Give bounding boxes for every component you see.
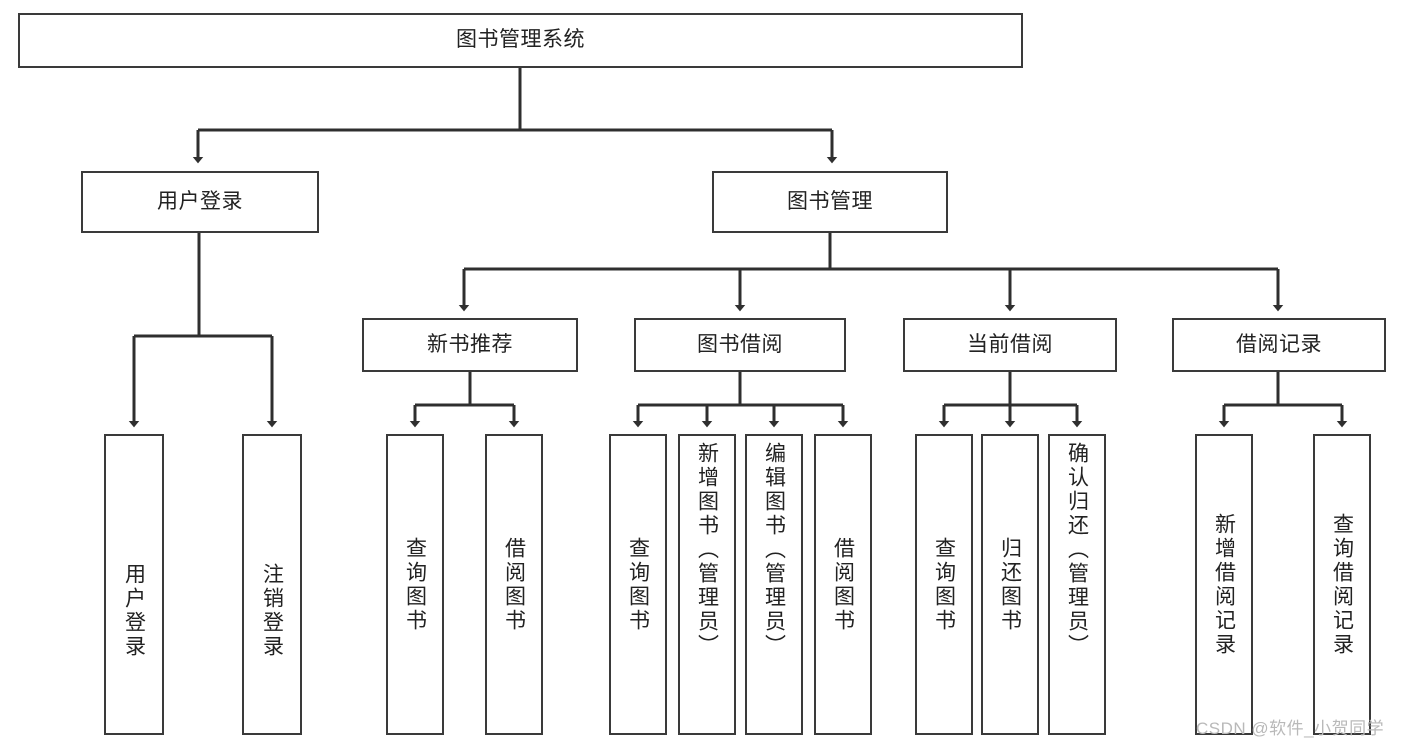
leaf-book-borrow-borrow[interactable]: 借阅图书 xyxy=(814,434,872,735)
leaf-book-borrow-edit[interactable]: 编辑图书（管理员） xyxy=(745,434,803,735)
leaf-new-book-borrow[interactable]: 借阅图书 xyxy=(485,434,543,735)
node-label: 借阅图书 xyxy=(502,536,526,633)
leaf-user-login-logout[interactable]: 注销登录 xyxy=(242,434,302,735)
node-label: 确认归还（管理员） xyxy=(1065,442,1089,658)
node-label: 图书管理 xyxy=(787,189,873,213)
node-book-management[interactable]: 图书管理 xyxy=(712,171,948,233)
node-label: 注销登录 xyxy=(260,563,284,659)
node-label: 图书借阅 xyxy=(697,332,783,356)
node-book-borrow[interactable]: 图书借阅 xyxy=(634,318,846,372)
node-label: 编辑图书（管理员） xyxy=(762,442,786,658)
node-label: 用户登录 xyxy=(157,189,243,213)
node-label: 图书管理系统 xyxy=(456,28,585,52)
node-user-login[interactable]: 用户登录 xyxy=(81,171,319,233)
node-label: 用户登录 xyxy=(122,563,146,659)
leaf-book-borrow-query[interactable]: 查询图书 xyxy=(609,434,667,735)
leaf-borrow-records-add[interactable]: 新增借阅记录 xyxy=(1195,434,1253,735)
leaf-borrow-records-query[interactable]: 查询借阅记录 xyxy=(1313,434,1371,735)
leaf-book-borrow-add[interactable]: 新增图书（管理员） xyxy=(678,434,736,735)
node-label: 新增图书（管理员） xyxy=(695,442,719,658)
node-root-book-management-system[interactable]: 图书管理系统 xyxy=(18,13,1023,68)
leaf-new-book-query[interactable]: 查询图书 xyxy=(386,434,444,735)
node-label: 查询图书 xyxy=(403,536,427,633)
node-label: 查询借阅记录 xyxy=(1330,512,1354,657)
node-label: 借阅记录 xyxy=(1236,332,1322,356)
node-new-book-recommend[interactable]: 新书推荐 xyxy=(362,318,578,372)
node-label: 归还图书 xyxy=(998,536,1022,633)
node-label: 查询图书 xyxy=(932,536,956,633)
node-borrow-records[interactable]: 借阅记录 xyxy=(1172,318,1386,372)
watermark: CSDN @软件_小贺同学 xyxy=(1196,719,1385,738)
node-current-borrow[interactable]: 当前借阅 xyxy=(903,318,1117,372)
leaf-current-borrow-return[interactable]: 归还图书 xyxy=(981,434,1039,735)
node-label: 查询图书 xyxy=(626,536,650,633)
node-label: 新书推荐 xyxy=(427,332,513,356)
node-label: 借阅图书 xyxy=(831,536,855,633)
leaf-current-borrow-confirm-return[interactable]: 确认归还（管理员） xyxy=(1048,434,1106,735)
leaf-current-borrow-query[interactable]: 查询图书 xyxy=(915,434,973,735)
node-label: 新增借阅记录 xyxy=(1212,512,1236,657)
node-label: 当前借阅 xyxy=(967,332,1053,356)
leaf-user-login-login[interactable]: 用户登录 xyxy=(104,434,164,735)
